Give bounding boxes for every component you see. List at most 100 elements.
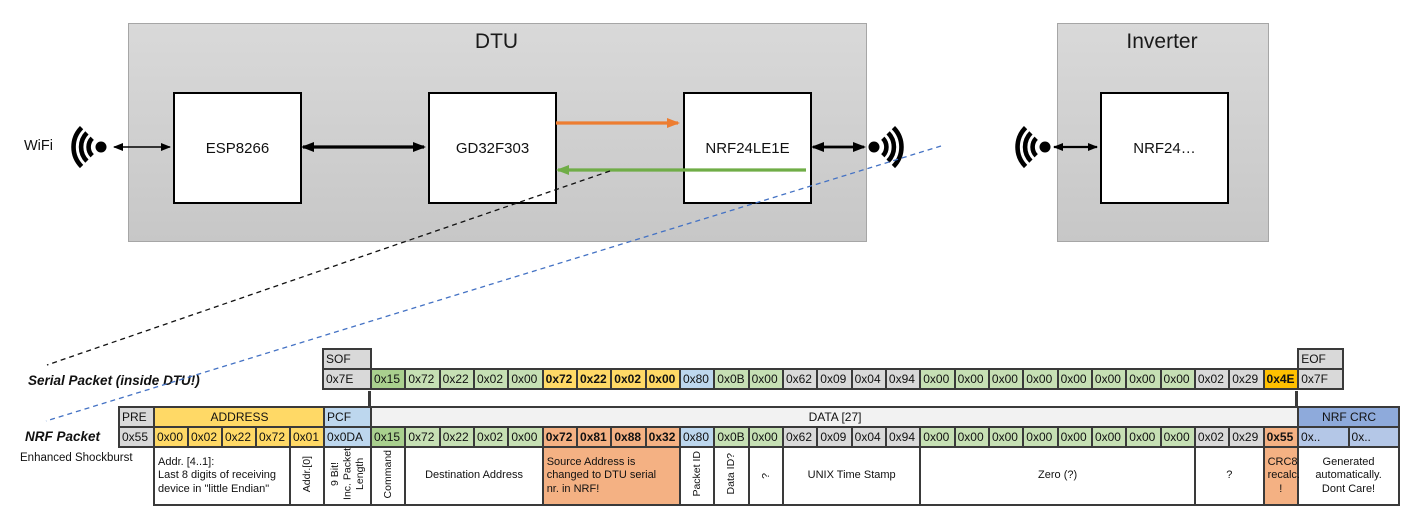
table-connector-left — [368, 391, 371, 407]
serial-byte-cell: 0x00 — [987, 368, 1025, 390]
annotation-cell: Source Address is changed to DTU serial … — [541, 445, 682, 507]
nrf-header-cell: NRF CRC — [1297, 406, 1401, 428]
nrf-header-cell: PCF — [323, 406, 373, 428]
annotation-cell: Destination Address — [404, 445, 544, 507]
wifi-icon-dtu-right — [868, 125, 904, 169]
nrf-byte-cell: 0x62 — [781, 426, 819, 448]
module-gd32f303: GD32F303 — [428, 92, 557, 204]
annotation-cell: Addr.[0] — [288, 445, 326, 507]
address-byte-cell: 0x22 — [221, 426, 257, 448]
annotation-cell: Generated automatically. Dont Care! — [1297, 445, 1401, 507]
serial-byte-cell: 0x0B — [713, 368, 750, 390]
nrf-packet-label: NRF Packet — [25, 429, 101, 444]
serial-byte-cell: 0x29 — [1228, 368, 1265, 390]
wifi-icon-dtu-left — [71, 125, 107, 169]
nrf-byte-cell: 0x02 — [473, 426, 510, 448]
nrf-byte-cell: 0x02 — [1193, 426, 1231, 448]
nrf-byte-cell: 0x72 — [541, 426, 579, 448]
serial-byte-cell: 0x22 — [575, 368, 613, 390]
serial-byte-cell: 0x94 — [884, 368, 922, 390]
table-connector-right — [1295, 391, 1298, 407]
pcf-byte-cell: 0x0DA — [323, 426, 373, 448]
module-esp8266: ESP8266 — [173, 92, 302, 204]
annotation-cell: Zero (?) — [919, 445, 1196, 507]
nrf-byte-cell: 0x00 — [507, 426, 544, 448]
address-byte-cell: 0x02 — [187, 426, 223, 448]
serial-byte-cell: 0x02 — [610, 368, 647, 390]
nrf-header-cell: ADDRESS — [152, 406, 326, 428]
nrf-header-cell: PRE — [118, 406, 155, 428]
annotation-cell: Addr. [4..1]: Last 8 digits of receiving… — [153, 445, 291, 507]
annotation-cell: 9 Bit! Inc. Packet Length — [323, 445, 373, 507]
serial-byte-cell: 0x02 — [1193, 368, 1231, 390]
serial-byte-cell: 0x80 — [678, 368, 716, 390]
nrf-byte-cell: 0x00 — [1125, 426, 1162, 448]
nrf-byte-cell: 0x32 — [644, 426, 682, 448]
pre-byte-cell: 0x55 — [118, 426, 155, 448]
nrf-byte-cell: 0x80 — [678, 426, 716, 448]
serial-byte-cell: 0x00 — [1159, 368, 1196, 390]
crc-byte-cell: 0x.. — [1347, 426, 1401, 448]
nrf-byte-cell: 0x0B — [713, 426, 750, 448]
nrf-byte-cell: 0x88 — [610, 426, 647, 448]
serial-byte-cell: 0x00 — [919, 368, 956, 390]
annotation-cell: CRC8 recalc. ! — [1262, 445, 1300, 507]
serial-byte-cell: 0x04 — [850, 368, 887, 390]
serial-byte-cell: 0x00 — [1125, 368, 1162, 390]
eof-byte-cell: 0x7F — [1297, 368, 1345, 390]
nrf-header-cell: DATA [27] — [370, 406, 1300, 428]
nrf-byte-cell: 0x00 — [1022, 426, 1059, 448]
serial-byte-cell: 0x4E — [1262, 368, 1300, 390]
serial-byte-cell: 0x09 — [816, 368, 853, 390]
serial-byte-cell: 0x02 — [472, 368, 510, 390]
serial-byte-cell: 0x00 — [644, 368, 681, 390]
annotation-cell: ? — [1193, 445, 1265, 507]
sof-header-cell: SOF — [322, 348, 372, 370]
serial-byte-cell: 0x62 — [781, 368, 819, 390]
nrf-byte-cell: 0x00 — [919, 426, 956, 448]
nrf-byte-cell: 0x00 — [953, 426, 990, 448]
serial-byte-cell: 0x72 — [541, 368, 578, 390]
nrf-byte-cell: 0x00 — [1159, 426, 1196, 448]
module-nrf24-inverter: NRF24… — [1100, 92, 1229, 204]
nrf-byte-cell: 0x00 — [1056, 426, 1093, 448]
wifi-label: WiFi — [24, 138, 53, 154]
dtu-title: DTU — [474, 30, 519, 53]
inverter-title: Inverter — [1126, 30, 1198, 53]
enhanced-shockburst-label: Enhanced Shockburst — [20, 452, 133, 464]
annotation-cell: Data ID? — [713, 445, 750, 507]
nrf-byte-cell: 0x00 — [747, 426, 784, 448]
eof-header-cell: EOF — [1297, 348, 1345, 370]
address-byte-cell: 0x00 — [153, 426, 189, 448]
serial-header-cell — [371, 349, 1298, 369]
serial-byte-cell: 0x00 — [1022, 368, 1059, 390]
annotation-cell: ? — [747, 445, 784, 507]
nrf-byte-cell: 0x04 — [850, 426, 887, 448]
nrf-byte-cell: 0x22 — [438, 426, 476, 448]
serial-byte-cell: 0x00 — [747, 368, 784, 390]
serial-byte-cell: 0x00 — [1056, 368, 1093, 390]
annotation-cell: Packet ID — [678, 445, 716, 507]
serial-packet-label: Serial Packet (inside DTU!) — [28, 373, 200, 388]
annotation-cell: Command — [370, 445, 407, 507]
sof-byte-cell: 0x7E — [322, 368, 372, 390]
serial-byte-cell: 0x15 — [369, 368, 407, 390]
address-byte-cell: 0x01 — [288, 426, 326, 448]
nrf-byte-cell: 0x15 — [370, 426, 407, 448]
nrf-byte-cell: 0x94 — [884, 426, 922, 448]
address-byte-cell: 0x72 — [255, 426, 291, 448]
serial-byte-cell: 0x00 — [507, 368, 544, 390]
nrf-byte-cell: 0x55 — [1262, 426, 1300, 448]
wifi-icon-inverter — [1015, 125, 1051, 169]
nrf-byte-cell: 0x81 — [576, 426, 613, 448]
module-nrf24le1e: NRF24LE1E — [683, 92, 812, 204]
serial-byte-cell: 0x72 — [404, 368, 441, 390]
serial-byte-cell: 0x00 — [1090, 368, 1128, 390]
nrf-byte-cell: 0x72 — [404, 426, 441, 448]
nrf-byte-cell: 0x00 — [1090, 426, 1128, 448]
serial-byte-cell: 0x00 — [953, 368, 990, 390]
annotation-cell: UNIX Time Stamp — [781, 445, 922, 507]
nrf-byte-cell: 0x09 — [816, 426, 853, 448]
